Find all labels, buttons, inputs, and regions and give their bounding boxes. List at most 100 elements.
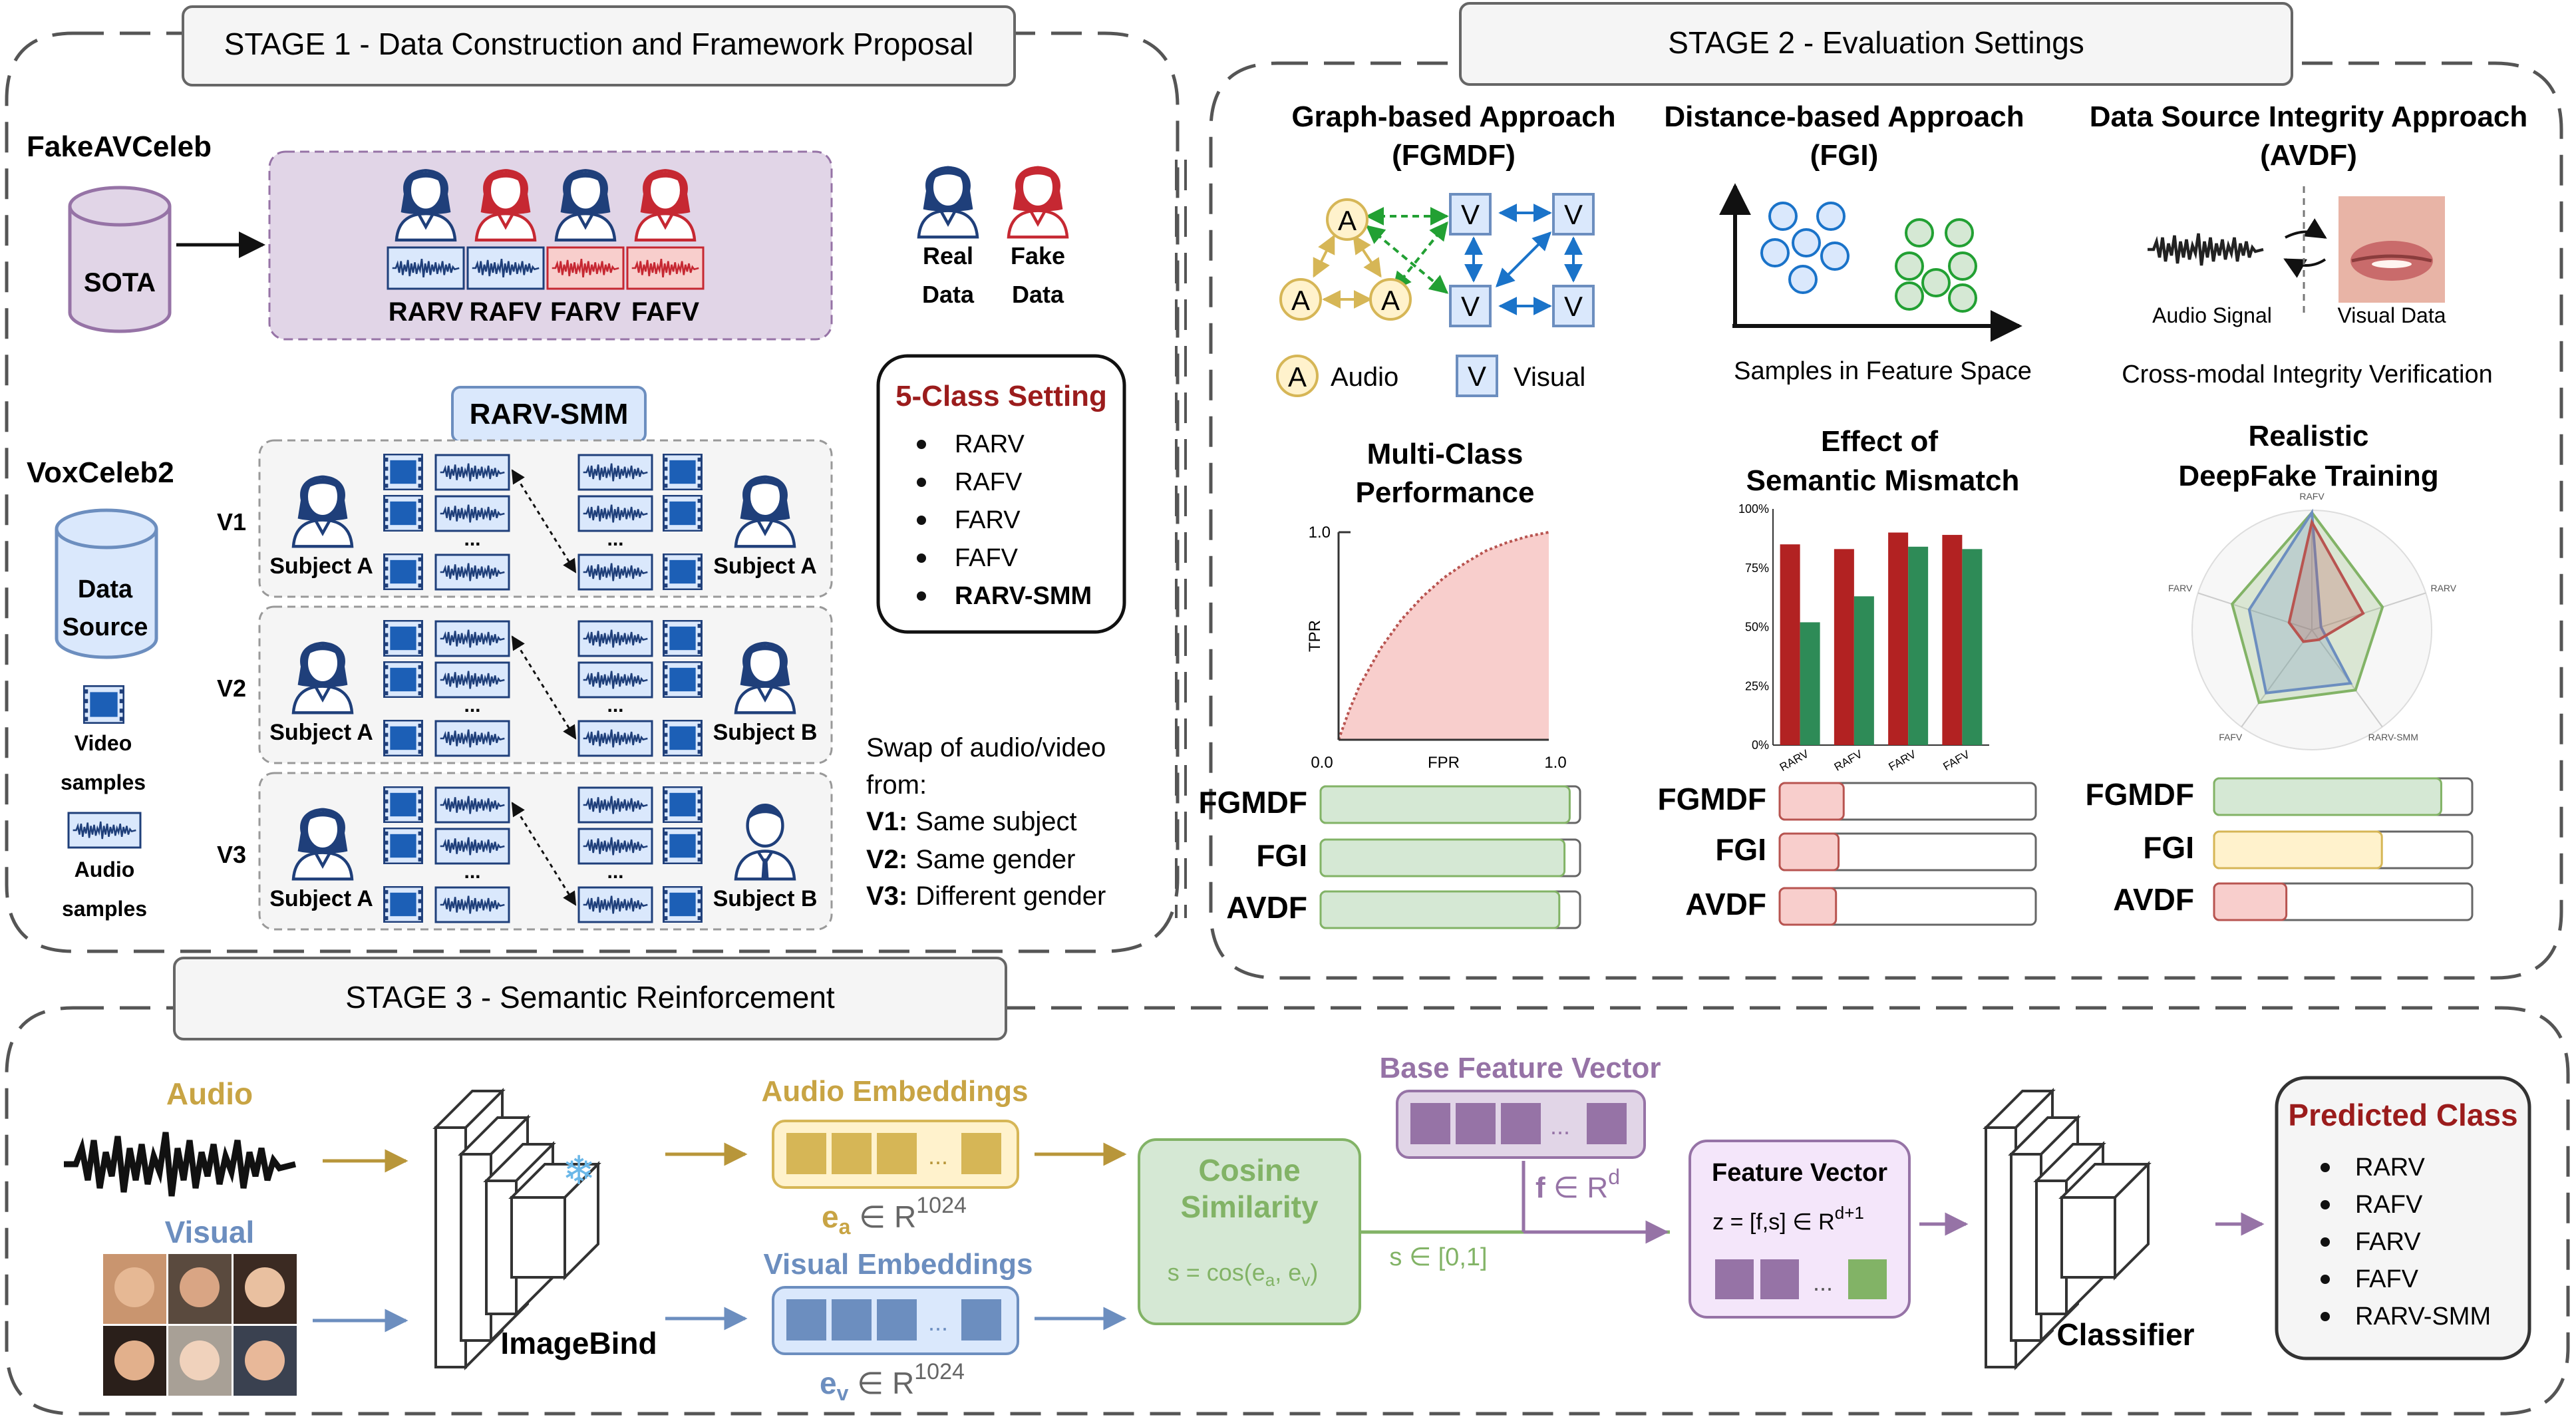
svg-text:RARV-SMM: RARV-SMM: [955, 582, 1092, 610]
stage3-title: STAGE 3 - Semantic Reinforcement: [173, 957, 1007, 1040]
method-bar-fill: [1778, 782, 1845, 821]
svg-text:...: ...: [607, 695, 623, 716]
radar-series: [2247, 508, 2353, 695]
svg-text:Audio: Audio: [1331, 363, 1398, 392]
svg-text:Base Feature Vector: Base Feature Vector: [1379, 1052, 1661, 1084]
svg-text:RAFV: RAFV: [2355, 1191, 2423, 1219]
roc-xtick-0: 0.0: [1311, 754, 1333, 772]
svg-text:RAFV: RAFV: [955, 468, 1023, 496]
roc-ytick-top: 1.0: [1309, 524, 1331, 542]
svg-text:RARV-SMM: RARV-SMM: [2355, 1303, 2491, 1331]
imagebind-encoder: [432, 1088, 601, 1370]
svg-text:V: V: [1564, 199, 1583, 230]
audio-waveform: [64, 1132, 295, 1196]
svg-text:...: ...: [607, 861, 623, 883]
svg-text:Feature Vector: Feature Vector: [1712, 1159, 1887, 1187]
stage3-border: [5, 1006, 2570, 1416]
method-label: FGMDF: [2085, 777, 2194, 812]
svg-text:Cosine: Cosine: [1198, 1153, 1300, 1187]
panel-titles: Multi-Class Performance Effect of Semant…: [1355, 420, 2438, 509]
fakeav-sample-rarv: RARV: [387, 169, 465, 327]
roc-curve: [1337, 531, 1549, 740]
svg-text:Realistic: Realistic: [2249, 420, 2369, 452]
method-label: FGI: [2143, 830, 2194, 865]
fakeav-sample-farv: FARV: [546, 169, 625, 327]
audio-samples-legend: Audio samples: [62, 812, 147, 921]
svg-text:Visual Embeddings: Visual Embeddings: [763, 1248, 1033, 1281]
cosine-similarity-block: Cosine Similarity s = cos(ea, ev): [1138, 1138, 1361, 1325]
mismatch-xtick: FARV: [1887, 748, 1919, 774]
frozen-icon: ❄: [562, 1148, 595, 1193]
svg-text:V2: V2: [217, 675, 246, 702]
s-range: s ∈ [0,1]: [1389, 1243, 1487, 1271]
svg-text:FARV: FARV: [955, 506, 1021, 534]
svg-text:V: V: [1461, 199, 1480, 230]
svg-text:Effect of: Effect of: [1821, 425, 1938, 458]
svg-text:Data: Data: [78, 575, 133, 603]
svg-text:SOTA: SOTA: [84, 268, 156, 297]
svg-text:RARV: RARV: [389, 297, 464, 327]
svg-text:STAGE 1 - Data Construction an: STAGE 1 - Data Construction and Framewor…: [224, 27, 974, 61]
svg-text:Subject A: Subject A: [269, 886, 373, 911]
mismatch-bar: [1834, 549, 1854, 745]
feature-space-illustration: Samples in Feature Space: [1719, 183, 2032, 385]
fakeavceleb-label: FakeAVCeleb: [27, 130, 212, 163]
svg-text:V1: V1: [217, 508, 246, 536]
method-bar-fill: [1319, 838, 1566, 877]
svg-text:FARV: FARV: [550, 297, 621, 327]
roc-xlabel: FPR: [1428, 754, 1460, 772]
mismatch-ytick: 25%: [1745, 679, 1769, 693]
svg-text:Real: Real: [923, 242, 973, 269]
svg-text:...: ...: [928, 1309, 948, 1336]
sota-database: SOTA: [68, 186, 172, 333]
svg-text:Multi-Class: Multi-Class: [1367, 438, 1524, 470]
svg-text:Fake: Fake: [1011, 242, 1065, 269]
method-bar-fill: [2213, 777, 2442, 816]
mismatch-xtick: RARV: [1778, 747, 1812, 774]
legend-real: Real Data: [919, 166, 977, 308]
svg-text:Graph-based Approach: Graph-based Approach: [1291, 100, 1615, 133]
svg-text:V3:Different gender: V3:Different gender: [866, 881, 1106, 911]
svg-text:Visual Data: Visual Data: [2337, 303, 2446, 327]
graph-illustration: A A A V V V V A Audio V Visual: [1276, 193, 1595, 397]
voxceleb2-label: VoxCeleb2: [27, 456, 174, 489]
fakeav-sample-fafv: FAFV: [626, 169, 705, 327]
stage2-border: [1209, 61, 2563, 980]
base-feature-vector: Base Feature Vector ...: [1379, 1052, 1661, 1159]
svg-text:A: A: [1288, 361, 1307, 393]
svg-text:Subject B: Subject B: [713, 720, 818, 745]
svg-text:...: ...: [607, 528, 623, 550]
svg-text:...: ...: [464, 528, 480, 550]
roc-area: [1339, 532, 1549, 740]
legend-fake: Fake Data: [1009, 166, 1067, 308]
svg-text:V: V: [1468, 361, 1486, 392]
svg-text:Visual: Visual: [1514, 363, 1585, 392]
mismatch-ytick: 75%: [1745, 561, 1769, 575]
svg-text:FAFV: FAFV: [955, 544, 1019, 572]
svg-text:FAFV: FAFV: [2355, 1265, 2419, 1293]
mismatch-ytick: 50%: [1745, 621, 1769, 634]
svg-text:RAFV: RAFV: [470, 297, 542, 327]
mismatch-bar: [1942, 535, 1963, 745]
svg-text:samples: samples: [62, 897, 147, 921]
svg-text:Video: Video: [75, 731, 132, 755]
radar-axis-label: FARV: [2168, 583, 2193, 593]
svg-text:FAFV: FAFV: [631, 297, 700, 327]
method-label: AVDF: [1685, 887, 1766, 921]
stage2-title: STAGE 2 - Evaluation Settings: [1459, 2, 2293, 86]
svg-text:DeepFake Training: DeepFake Training: [2178, 460, 2438, 492]
svg-text:Similarity: Similarity: [1180, 1189, 1319, 1224]
svg-text:from:: from:: [866, 770, 927, 800]
svg-text:ev ∈ R1024: ev ∈ R1024: [820, 1359, 965, 1405]
svg-text:...: ...: [928, 1142, 948, 1170]
method-bar-fill: [2213, 830, 2383, 869]
radar-series: [2287, 518, 2365, 643]
mismatch-bar: [1908, 546, 1929, 745]
svg-text:Subject B: Subject B: [713, 886, 818, 911]
